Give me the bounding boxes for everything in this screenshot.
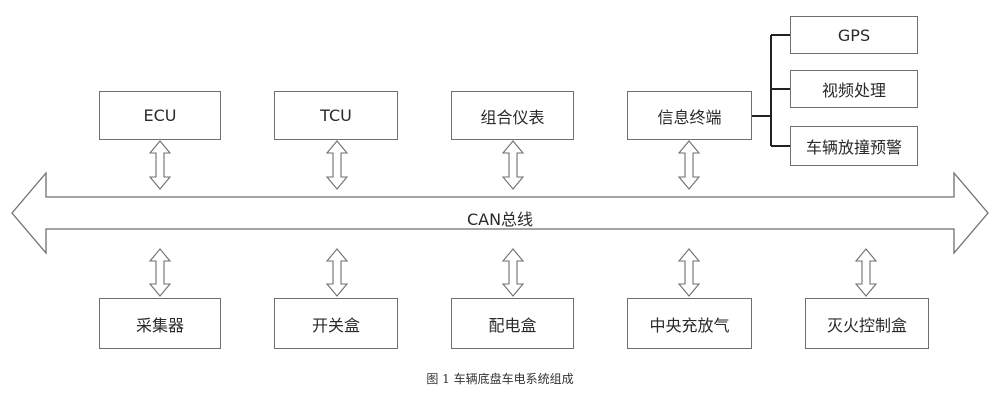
collector-node-label: 采集器 [135, 315, 184, 335]
collision-warning-node-label: 车辆放撞预警 [805, 138, 902, 157]
bottom-link-arrow-inflation [677, 248, 701, 297]
fire-control-box-node-label: 灭火控制盒 [826, 315, 907, 335]
central-inflation-node: 中央充放气 [627, 298, 752, 349]
switch-box-node: 开关盒 [274, 298, 398, 349]
collector-node: 采集器 [99, 298, 221, 349]
switch-box-node-label: 开关盒 [311, 315, 360, 335]
bottom-link-arrow-collector [148, 248, 172, 297]
central-inflation-node-label: 中央充放气 [649, 315, 730, 335]
ecu-node-label: ECU [143, 106, 177, 125]
distribution-box-node-label: 配电盒 [488, 315, 537, 335]
tcu-node-label: TCU [320, 106, 352, 125]
gps-node: GPS [790, 16, 918, 54]
video-processing-node: 视频处理 [790, 70, 918, 108]
collision-warning-node: 车辆放撞预警 [790, 126, 918, 166]
terminal-tree-connector [752, 34, 790, 147]
top-link-arrow-terminal [677, 140, 701, 190]
fire-control-box-node: 灭火控制盒 [805, 298, 929, 349]
bottom-link-arrow-distribution [501, 248, 525, 297]
tcu-node: TCU [274, 91, 398, 140]
top-link-arrow-cluster [501, 140, 525, 190]
ecu-node: ECU [99, 91, 221, 140]
info-terminal-node: 信息终端 [627, 91, 752, 140]
video-processing-node-label: 视频处理 [821, 81, 886, 100]
can-bus-label: CAN总线 [466, 210, 534, 229]
can-bus-arrow [11, 171, 989, 255]
instrument-cluster-node: 组合仪表 [451, 91, 574, 140]
figure-caption: 图 1 车辆底盘车电系统组成 [426, 372, 574, 386]
distribution-box-node: 配电盒 [451, 298, 574, 349]
info-terminal-node-label: 信息终端 [657, 107, 722, 127]
gps-node-label: GPS [837, 25, 871, 45]
bottom-link-arrow-fire [854, 248, 878, 297]
top-link-arrow-ecu [148, 140, 172, 190]
top-link-arrow-tcu [325, 140, 349, 190]
instrument-cluster-node-label: 组合仪表 [480, 107, 545, 127]
bottom-link-arrow-switchbox [325, 248, 349, 297]
